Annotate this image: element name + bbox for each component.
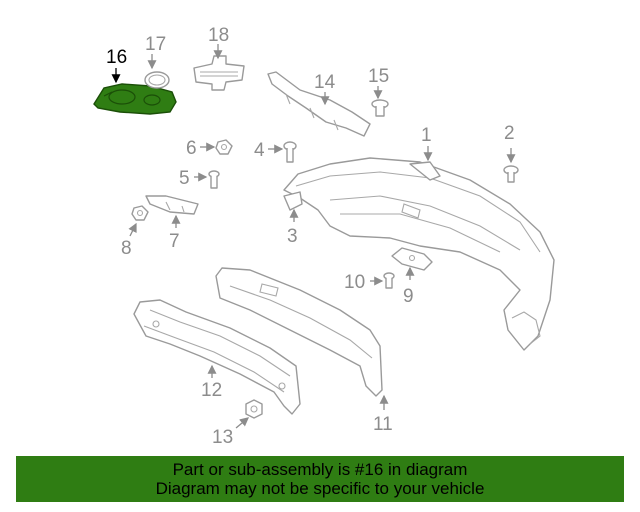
part-15-clip[interactable] [371, 99, 389, 117]
part-1-bumper-cover[interactable] [283, 157, 555, 351]
part-12-reinforcement[interactable] [133, 299, 301, 415]
part-4-bolt[interactable] [283, 141, 297, 163]
part-8-nut[interactable] [131, 205, 149, 221]
part-10-screw[interactable] [383, 272, 395, 289]
info-banner: Part or sub-assembly is #16 in diagram D… [16, 456, 624, 502]
part-7-bracket[interactable] [145, 195, 199, 215]
callout-9[interactable]: 9 [403, 286, 414, 307]
part-3-side-bracket[interactable] [283, 191, 303, 211]
callout-12[interactable]: 12 [201, 380, 222, 401]
callout-15[interactable]: 15 [368, 66, 389, 87]
callout-11[interactable]: 11 [373, 414, 393, 435]
callout-7[interactable]: 7 [169, 231, 180, 252]
parts-diagram: 16 17 18 14 15 1 2 [93, 25, 555, 448]
part-11-energy-absorber[interactable] [215, 267, 383, 397]
leader-8 [128, 222, 137, 237]
callout-18[interactable]: 18 [208, 25, 229, 46]
callout-8[interactable]: 8 [121, 238, 132, 259]
part-18-emblem[interactable] [193, 55, 245, 91]
part-6-nut[interactable] [215, 139, 233, 155]
callout-2[interactable]: 2 [504, 123, 515, 144]
leader-13 [235, 417, 249, 429]
banner-line-1: Part or sub-assembly is #16 in diagram [172, 460, 468, 479]
callout-17[interactable]: 17 [145, 34, 166, 55]
callout-6[interactable]: 6 [186, 138, 197, 159]
callout-3[interactable]: 3 [287, 226, 298, 247]
part-9-bracket[interactable] [391, 247, 433, 271]
callout-14[interactable]: 14 [314, 72, 336, 93]
callout-10[interactable]: 10 [344, 272, 365, 293]
banner-line-2: Diagram may not be specific to your vehi… [155, 479, 485, 498]
part-5-screw[interactable] [208, 170, 220, 189]
part-14-bracket[interactable] [267, 71, 371, 137]
callout-13[interactable]: 13 [212, 427, 233, 448]
part-13-nut[interactable] [245, 399, 263, 419]
callout-1[interactable]: 1 [421, 125, 432, 146]
callout-16[interactable]: 16 [106, 47, 127, 68]
part-2-screw[interactable] [503, 165, 519, 183]
part-16-grille-insert[interactable] [93, 83, 177, 115]
part-17-ring[interactable] [144, 71, 170, 89]
callout-5[interactable]: 5 [179, 168, 190, 189]
callout-4[interactable]: 4 [254, 140, 265, 161]
